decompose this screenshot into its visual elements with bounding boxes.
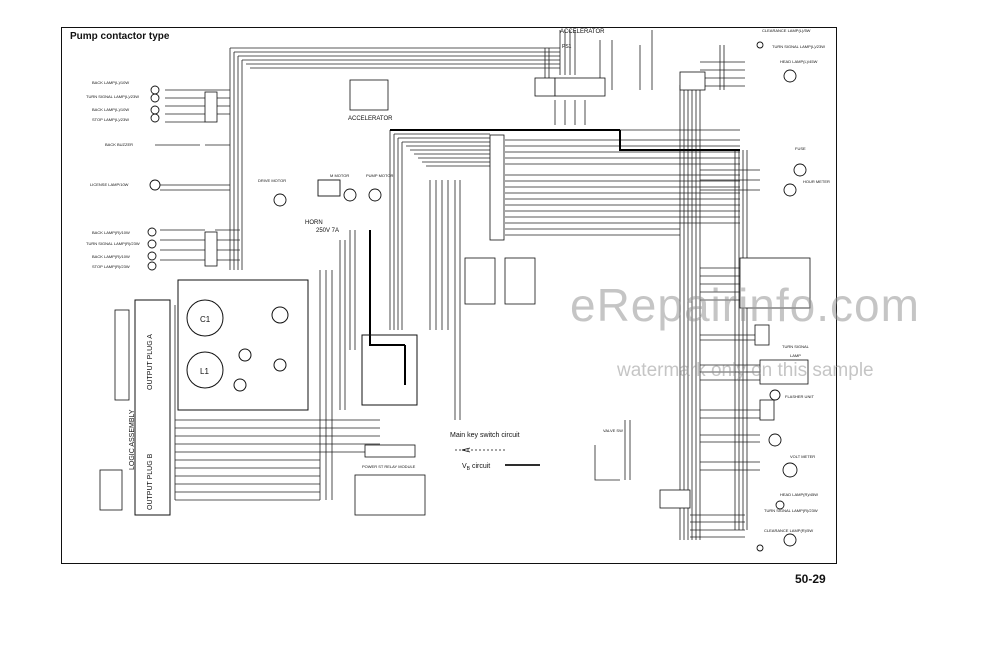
logic-assembly-label: LOGIC ASSEMBLY xyxy=(129,409,136,470)
watermark-sub: watermark only on this sample xyxy=(617,360,874,381)
clearance-bottom-label: CLEARANCE LAMP(R)/5W xyxy=(764,528,813,533)
vb-circuit-v: V xyxy=(462,463,467,470)
turn-signal-label: TURN SIGNAL xyxy=(782,344,810,349)
hour-meter-label: HOUR METER xyxy=(803,179,830,184)
stop-lamp-bottom-label: STOP LAMP(R)/23W xyxy=(92,264,130,269)
connector-blocks xyxy=(99,71,811,516)
accelerator-conn-label: ACCELERATOR xyxy=(348,116,393,122)
legend-lines xyxy=(455,447,540,466)
license-lamp-label: LICENSE LAMP/10W xyxy=(90,182,129,187)
watermark-main: eRepairinfo.com xyxy=(570,279,920,331)
back-lamp-bottom-label: BACK LAMP(R)/10W xyxy=(92,230,130,235)
back-lamp-top-label: BACK LAMP(L)/10W xyxy=(92,80,129,85)
m-motor-label: M MOTOR xyxy=(330,173,349,178)
accelerator-top-label: ACCELERATOR xyxy=(560,29,605,35)
head-lamp-top-label: HEAD LAMP(L)/45W xyxy=(780,59,818,64)
vb-circuit-rest: circuit xyxy=(470,463,490,470)
power-relay-label: POWER ST RELAY MODULE xyxy=(362,464,416,469)
motors xyxy=(147,41,807,552)
drive-motor-label: DRIVE MOTOR xyxy=(258,178,286,183)
logic-assembly-box xyxy=(134,279,418,516)
back-lamp-2-label: BACK LAMP(L)/10W xyxy=(92,107,129,112)
page-number: 50-29 xyxy=(795,572,826,586)
fuse-rating-label: 250V 7A xyxy=(316,228,339,234)
wire-bundles xyxy=(155,30,760,540)
clearance-top-label: CLEARANCE LAMP(L)/5W xyxy=(762,28,811,33)
volt-meter-label: VOLT METER xyxy=(790,454,815,459)
back-lamp-4-label: BACK LAMP(R)/10W xyxy=(92,254,130,259)
vb-circuit-sub: B xyxy=(467,466,471,472)
l1-label: L1 xyxy=(200,367,209,376)
output-plug-b-label: OUTPUT PLUG B xyxy=(147,453,154,510)
pump-motor-label: PUMP MOTOR xyxy=(366,173,394,178)
turn-signal-left-top-label: TURN SIGNAL LAMP(L)/23W xyxy=(86,94,139,99)
turn-signal-left-bottom-label: TURN SIGNAL LAMP(R)/23W xyxy=(86,241,140,246)
output-plug-a-label: OUTPUT PLUG A xyxy=(147,334,154,390)
back-buzzer-label: BACK BUZZER xyxy=(105,142,133,147)
turn-signal-top-label: TURN SIGNAL LAMP(L)/23W xyxy=(772,44,825,49)
ps1-label: PS1 xyxy=(562,44,572,50)
diagram-title: Pump contactor type xyxy=(70,31,170,42)
vb-circuit-label: VB circuit xyxy=(462,463,490,472)
key-switch-legend-arrow xyxy=(461,447,471,453)
schematic-labels: ACCELERATOR PS1 ACCELERATOR DRIVE MOTOR … xyxy=(86,28,830,533)
head-lamp-bottom-label: HEAD LAMP(R)/45W xyxy=(780,492,818,497)
main-key-switch-wire xyxy=(369,129,740,385)
fuse-label: FUSE xyxy=(795,146,806,151)
valve-label: VALVE SW xyxy=(603,428,623,433)
flasher-unit-label: FLASHER UNIT xyxy=(785,394,814,399)
diagram-frame xyxy=(61,27,837,564)
c1-label: C1 xyxy=(200,315,211,324)
turn-signal-bottom-label: TURN SIGNAL LAMP(R)/23W xyxy=(764,508,818,513)
horn-label: HORN xyxy=(305,220,323,226)
key-switch-circuit-label: Main key switch circuit xyxy=(450,432,520,439)
stop-lamp-top-label: STOP LAMP(L)/23W xyxy=(92,117,129,122)
lamp-label: LAMP xyxy=(790,353,801,358)
